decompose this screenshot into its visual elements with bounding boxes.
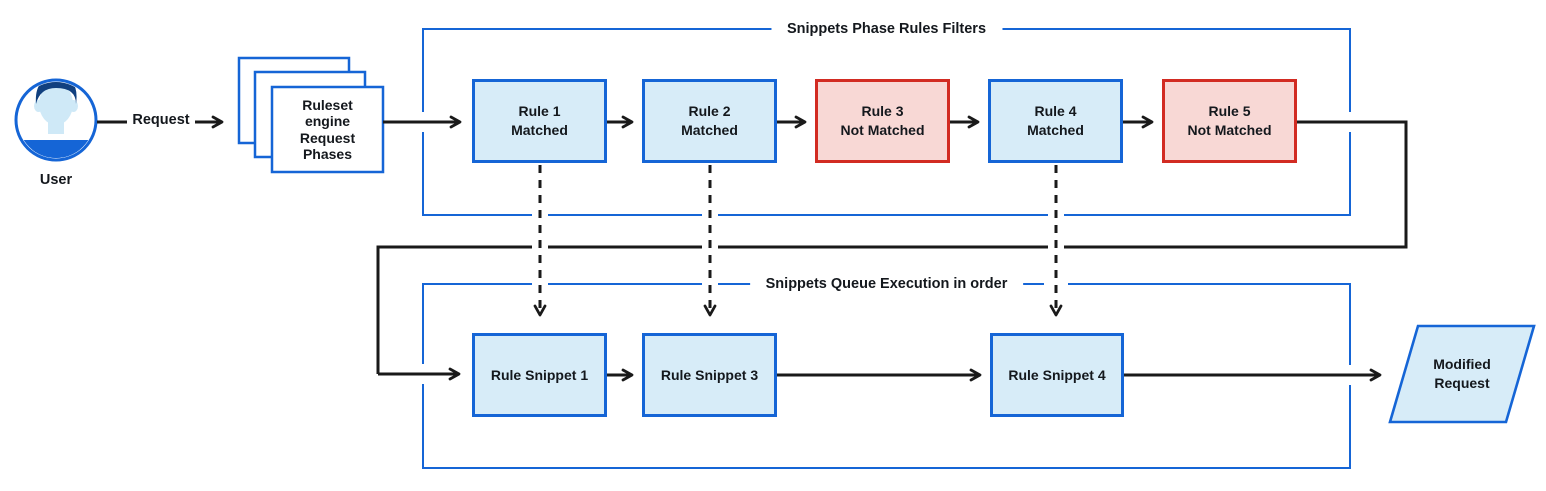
rule-node-4: Rule 4 Matched [988, 79, 1123, 163]
ruleset-stack-label: Ruleset engine Request Phases [299, 96, 356, 163]
border-gap [702, 278, 718, 288]
snippet-node-1: Rule Snippet 1 [472, 333, 607, 417]
modified-request-label: Modified Request [1433, 356, 1491, 391]
ruleset-stack-icon [237, 56, 385, 174]
rule-node-3: Rule 3 Not Matched [815, 79, 950, 163]
dashed-connectors [533, 165, 1063, 317]
user-label: User [39, 172, 73, 188]
border-gap [532, 278, 548, 288]
request-arrow-label: Request [132, 112, 190, 128]
phase-filters-title: Snippets Phase Rules Filters [770, 18, 1003, 41]
rule-node-1: Rule 1 Matched [472, 79, 607, 163]
border-gap [1044, 278, 1068, 288]
snippet-node-3: Rule Snippet 3 [642, 333, 777, 417]
rule-node-2: Rule 2 Matched [642, 79, 777, 163]
solid-connectors [97, 115, 1408, 382]
user-avatar-icon [14, 78, 98, 162]
queue-title: Snippets Queue Execution in order [749, 273, 1024, 296]
snippet-node-4: Rule Snippet 4 [990, 333, 1124, 417]
modified-request-shape [1388, 324, 1536, 424]
rule-node-5: Rule 5 Not Matched [1162, 79, 1297, 163]
